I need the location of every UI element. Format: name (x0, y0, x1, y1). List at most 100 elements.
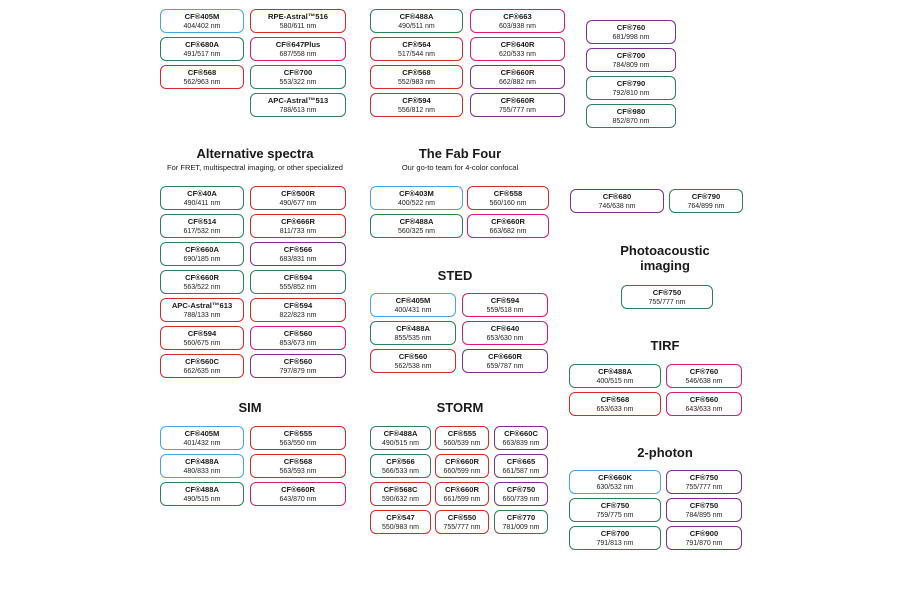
dye-wavelength: 660/739 nm (502, 496, 540, 503)
dye-wavelength: 653/630 nm (486, 335, 524, 342)
dye-wavelength: 811/733 nm (279, 228, 317, 235)
dye-card: CF®647Plus 687/558 nm (250, 37, 346, 61)
dye-wavelength: 490/515 nm (382, 440, 419, 447)
section-title-storm: STORM (436, 400, 484, 415)
dye-wavelength: 791/813 nm (596, 540, 634, 547)
dye-wavelength: 490/677 nm (279, 200, 317, 207)
section-title-tirf: TIRF (650, 338, 680, 353)
dye-name: CF®980 (616, 107, 646, 116)
dye-name: CF®560 (283, 329, 313, 338)
dye-card: CF®594 560/675 nm (160, 326, 244, 350)
dye-name: CF®594 (187, 329, 217, 338)
dye-wavelength: 603/938 nm (499, 23, 536, 30)
dye-wavelength: 563/522 nm (183, 284, 221, 291)
dye-wavelength: 491/517 nm (183, 51, 221, 58)
dye-wavelength: 580/611 nm (279, 23, 317, 30)
dye-wavelength: 660/599 nm (443, 468, 481, 475)
dye-wavelength: 517/544 nm (398, 51, 435, 58)
dye-name: CF®405M (395, 296, 431, 305)
dye-wavelength: 480/833 nm (183, 468, 221, 475)
dye-wavelength: 555/852 nm (279, 284, 317, 291)
dye-wavelength: 560/539 nm (443, 440, 481, 447)
dye-name: RPE-Astral™516 (268, 12, 328, 21)
dye-card: CF®568 552/983 nm (370, 65, 463, 89)
dye-wavelength: 746/638 nm (598, 203, 636, 210)
dye-name: CF®550 (447, 513, 477, 522)
dye-wavelength: 590/632 nm (382, 496, 419, 503)
dye-name: CF®488A (185, 485, 219, 494)
dye-card: CF®750 759/775 nm (569, 498, 661, 522)
dye-name: CF®560C (185, 357, 219, 366)
dye-wavelength: 490/411 nm (183, 200, 221, 207)
dye-wavelength: 797/879 nm (279, 368, 317, 375)
dye-card: CF®665 661/587 nm (494, 454, 548, 478)
dye-name: CF®566 (283, 245, 313, 254)
dye-wavelength: 759/775 nm (596, 512, 634, 519)
dye-name: CF®564 (402, 40, 431, 49)
dye-name: CF®547 (386, 513, 415, 522)
dye-name: CF®488A (185, 457, 219, 466)
dye-name: CF®488A (396, 324, 430, 333)
dye-name: CF®594 (402, 96, 431, 105)
dye-name: CF®660R (488, 352, 522, 361)
dye-wavelength: 563/550 nm (279, 440, 317, 447)
dye-name: CF®660K (598, 473, 632, 482)
dye-name: CF®40A (187, 189, 217, 198)
dye-wavelength: 683/831 nm (279, 256, 317, 263)
dye-name: CF®660R (500, 96, 535, 105)
dye-name: CF®568 (402, 68, 431, 77)
dye-card: CF®403M 400/522 nm (370, 186, 463, 210)
dye-card: CF®666R 811/733 nm (250, 214, 346, 238)
dye-name: CF®660A (185, 245, 219, 254)
dye-wavelength: 401/432 nm (183, 440, 221, 447)
dye-card: CF®488A 480/833 nm (160, 454, 244, 478)
section-title-sted: STED (437, 268, 473, 283)
dye-name: CF®560 (398, 352, 428, 361)
section-title-2-photon: 2-photon (637, 445, 693, 460)
dye-name: CF®750 (652, 288, 682, 297)
dye-name: CF®760 (689, 367, 719, 376)
dye-wavelength: 560/675 nm (183, 340, 221, 347)
dye-name: CF®647Plus (275, 40, 321, 49)
dye-name: CF®666R (281, 217, 315, 226)
dye-name: CF®640 (490, 324, 520, 333)
dye-card: RPE-Astral™516 580/611 nm (250, 9, 346, 33)
dye-wavelength: 788/613 nm (279, 107, 317, 114)
dye-wavelength: 661/599 nm (443, 496, 481, 503)
dye-wavelength: 617/532 nm (183, 228, 221, 235)
dye-wavelength: 552/983 nm (398, 79, 435, 86)
dye-name: CF®750 (600, 501, 630, 510)
dye-name: CF®403M (399, 189, 434, 198)
dye-wavelength: 687/558 nm (279, 51, 317, 58)
dye-name: CF®665 (506, 457, 536, 466)
dye-wavelength: 661/587 nm (502, 468, 540, 475)
dye-wavelength: 400/522 nm (398, 200, 435, 207)
